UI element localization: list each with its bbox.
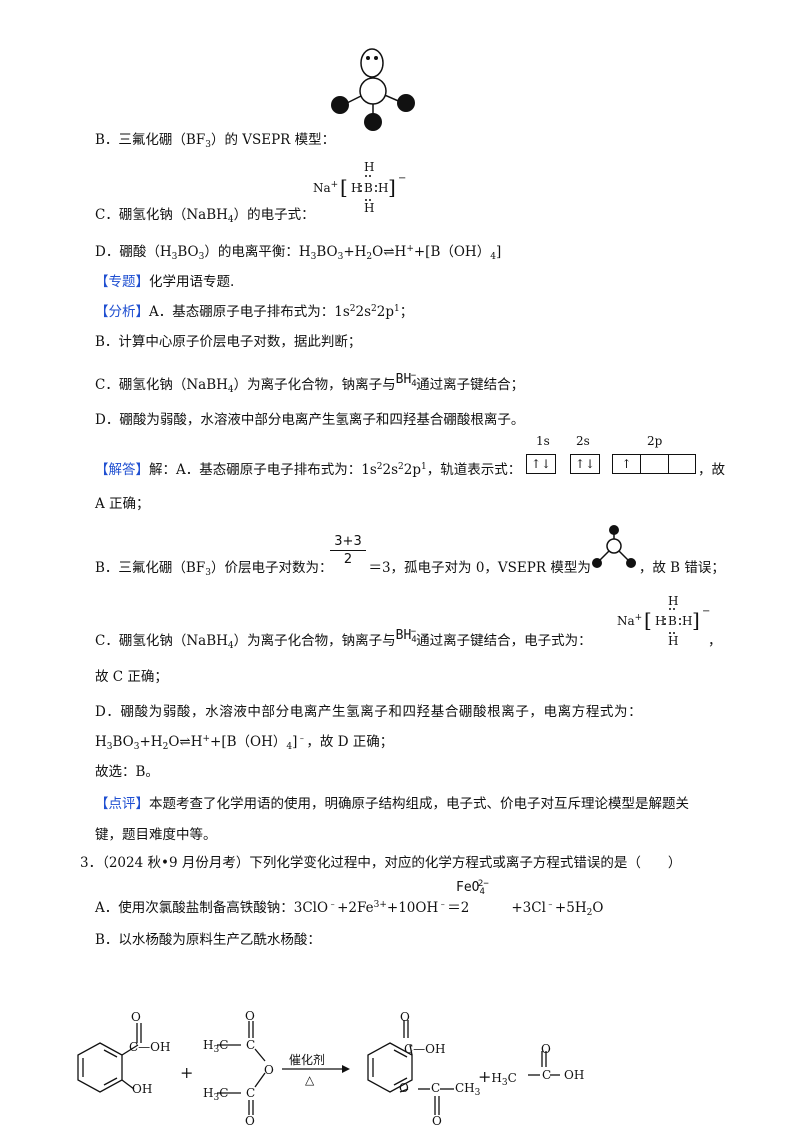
answer-c-line2: 故 C 正确；: [95, 669, 168, 685]
answer-a: 【解答】解：A．基态硼原子电子排布式为：1s22s22p1，轨道表示式：: [95, 462, 522, 478]
answer-d-line2: H3BO3+H2O⇌H++[B（OH）4]﹣，故 D 正确；: [95, 734, 394, 752]
product-ch3: CH3: [455, 1081, 481, 1098]
orbital-label-2s: 2s: [576, 434, 590, 448]
salicylic-oh: OH: [132, 1082, 153, 1096]
orbital-box-2p: ↑: [612, 454, 696, 474]
reaction-scheme: [77, 1020, 560, 1115]
choice-line: 故选：B。: [95, 764, 159, 780]
orbital-box-2s: ↑↓: [570, 454, 600, 474]
bf3-trigonal-model: [592, 525, 636, 568]
analysis-d: D．硼酸为弱酸，水溶液中部分电离产生氢离子和四羟基合硼酸根离子。: [95, 412, 525, 428]
anhydride-o-bottom: O: [245, 1114, 255, 1128]
feo4-ion: FeO42−: [456, 879, 489, 897]
fraction: 3+3 2: [330, 534, 366, 567]
analysis-b: B．计算中心原子价层电子对数，据此判断；: [95, 334, 362, 350]
anhydride-c-top: C: [246, 1038, 256, 1052]
orbital-label-1s: 1s: [536, 434, 550, 448]
acetic-acid-ch3: +H3C: [478, 1067, 517, 1088]
bh4-ion: BH4−: [395, 371, 417, 389]
topic-line: 【专题】化学用语专题.: [95, 274, 235, 290]
nabh4-electron-formula-answer: Na+ [ H H B H H ] −: [617, 594, 711, 648]
answer-a-tail: ，故: [698, 462, 725, 478]
orbital-box-1s: ↑↓: [526, 454, 556, 474]
answer-b: B．三氟化硼（BF3）价层电子对数为：＝3，孤电子对为 0，VSEPR 模型为，…: [95, 560, 725, 578]
analysis-a: 【分析】A．基态硼原子电子排布式为：1s22s22p1；: [95, 304, 414, 320]
product-carbonyl-o: O: [400, 1010, 410, 1024]
product-cooh: C—OH: [404, 1042, 446, 1056]
answer-tag: 【解答】: [95, 462, 149, 478]
option-c-nabh4: C．硼氢化钠（NaBH4）的电子式：: [95, 207, 315, 225]
fraction-denominator: 2: [343, 552, 353, 567]
anhydride-ch3-bottom: H3C: [203, 1086, 229, 1103]
acetic-acid-oh: OH: [564, 1068, 585, 1082]
heat-symbol: △: [305, 1073, 315, 1087]
option-d-boric: D．硼酸（H3BO3）的电离平衡：H3BO3+H2O⇌H++[B（OH）4]: [95, 244, 502, 262]
answer-a-line2: A 正确；: [95, 496, 150, 512]
answer-d-line1: D．硼酸为弱酸，水溶液中部分电离产生氢离子和四羟基合硼酸根离子，电离方程式为：: [95, 704, 643, 720]
option-b-vsepr: B．三氟化硼（BF3）的 VSEPR 模型：: [95, 132, 336, 150]
nabh4-electron-formula-top: Na+ [ H H B H H ] −: [313, 160, 407, 215]
bf3-model-top: [331, 48, 415, 131]
product-ester-carbonyl-o: O: [432, 1114, 442, 1128]
plus-sign: +: [180, 1063, 194, 1082]
question-3-option-b: B．以水杨酸为原料生产乙酰水杨酸：: [95, 932, 321, 948]
anhydride-bridge-o: O: [264, 1063, 274, 1077]
product-ester-c: C: [431, 1081, 441, 1095]
topic-tag: 【专题】: [95, 274, 149, 290]
comment-line: 【点评】本题考查了化学用语的使用，明确原子结构组成，电子式、价电子对互斥理论模型…: [95, 796, 689, 812]
answer-c-comma: ，: [708, 633, 722, 649]
comment-line2: 键，题目难度中等。: [95, 827, 217, 843]
acetic-acid-c: C: [542, 1068, 552, 1082]
analysis-tag: 【分析】: [95, 304, 149, 320]
question-3-option-a: A．使用次氯酸盐制备高铁酸钠：3ClO﹣+2Fe3++10OH﹣＝2+3Cl﹣+…: [95, 900, 604, 918]
acetic-acid-o: O: [541, 1042, 551, 1056]
anhydride-o-top: O: [245, 1009, 255, 1023]
fraction-numerator: 3+3: [334, 534, 362, 549]
salicylic-cooh: C—OH: [129, 1040, 171, 1054]
catalyst-label: 催化剂: [289, 1053, 326, 1067]
salicylic-carbonyl-o: O: [131, 1010, 141, 1024]
analysis-c: C．硼氢化钠（NaBH4）为离子化合物，钠离子与BH4−通过离子键结合；: [95, 371, 525, 395]
bh4-ion-answer: BH4−: [395, 627, 417, 645]
orbital-label-2p: 2p: [647, 434, 663, 448]
anhydride-c-bottom: C: [246, 1086, 256, 1100]
product-ester-o: O: [399, 1081, 409, 1095]
anhydride-ch3-top: H3C: [203, 1038, 229, 1055]
comment-tag: 【点评】: [95, 796, 149, 812]
answer-c: C．硼氢化钠（NaBH4）为离子化合物，钠离子与BH4−通过离子键结合，电子式为…: [95, 627, 592, 651]
question-3: 3．（2024 秋•9 月份月考）下列化学变化过程中，对应的化学方程式或离子方程…: [80, 855, 682, 871]
